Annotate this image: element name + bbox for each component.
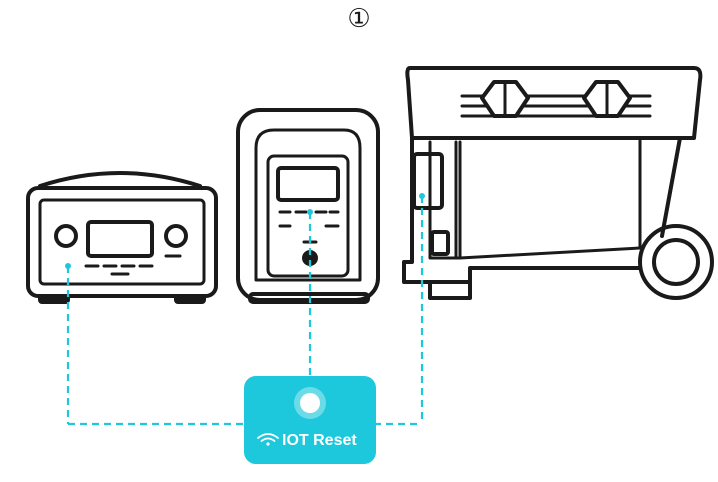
iot-reset-label: IOT Reset [282,432,357,449]
iot-reset-button[interactable]: IOT Reset [244,376,376,464]
medium-power-station-icon [236,108,380,304]
step-marker: ① [347,4,371,34]
large-power-station-icon [402,66,714,300]
connection-lines [66,196,424,426]
indicator-light [300,393,320,413]
connector-dot-right [419,193,425,199]
connector-dot-left [65,263,71,269]
wifi-icon [257,433,279,446]
connector-dot-center [307,209,313,215]
small-power-station-icon [26,171,218,304]
